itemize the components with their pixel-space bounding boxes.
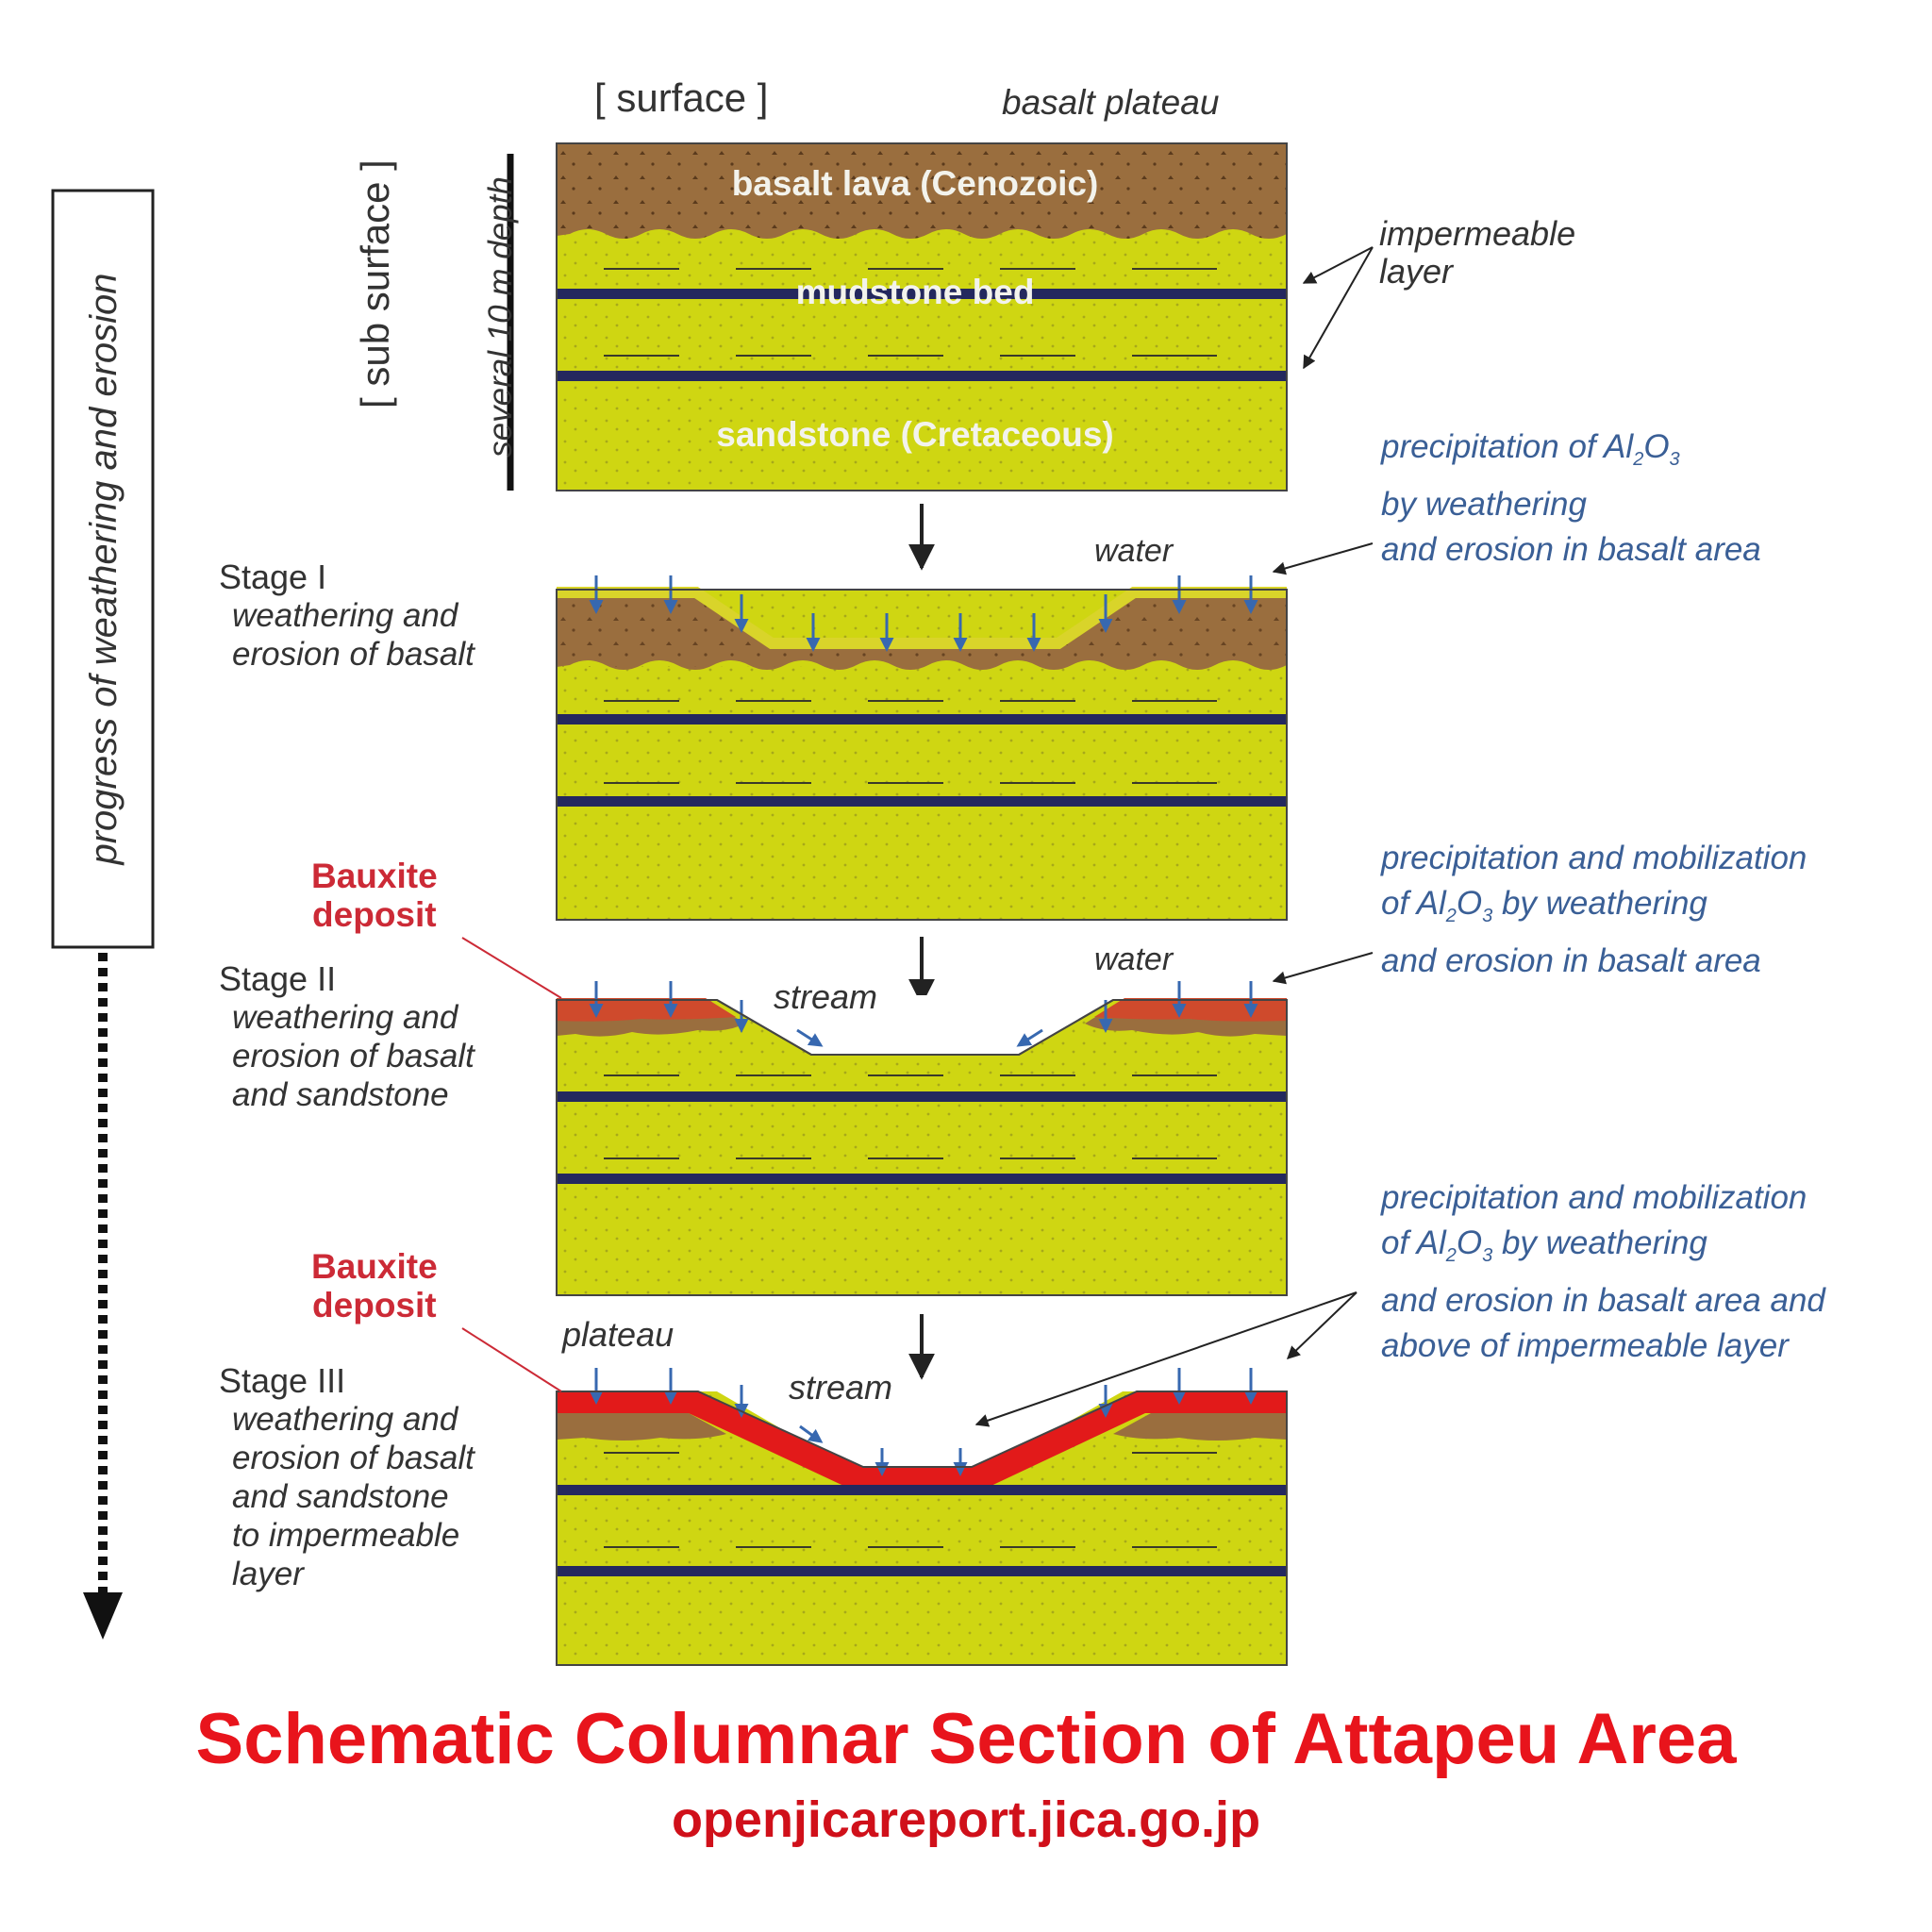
stream-label-2: stream (789, 1368, 893, 1407)
mudstone-bed-2 (557, 371, 1287, 381)
note-stage1: precipitation of Al2O3 by weathering and… (1381, 428, 1761, 568)
mudstone-bed-label: mudstone bed (795, 273, 1035, 311)
surface-column (507, 142, 1288, 491)
impermeable-layer-label: impermeable layer (1379, 214, 1576, 291)
progress-box (51, 189, 155, 949)
source-url: openjicareport.jica.go.jp (671, 1791, 1261, 1848)
depth-label: several 10 m depth (482, 176, 519, 458)
stage2-title: Stage II (219, 959, 337, 998)
plateau-label: plateau (562, 1315, 675, 1354)
mudstone-bed-1 (557, 289, 1287, 299)
note-stage2: precipitation and mobilization of Al2O3 … (1381, 840, 1807, 979)
stage1-column (556, 575, 1288, 921)
stream-label-1: stream (774, 977, 878, 1016)
note-stage3: precipitation and mobilization of Al2O3 … (1381, 1179, 1825, 1364)
diagram-title: Schematic Columnar Section of Attapeu Ar… (195, 1699, 1737, 1779)
water-label-1: water (1094, 533, 1174, 569)
stage1-title: Stage I (219, 558, 327, 596)
sandstone-label: sandstone (Cretaceous) (716, 415, 1114, 454)
bauxite-layer-stage2-right (1094, 998, 1287, 1022)
water-label-2: water (1094, 941, 1174, 977)
bauxite-layer-stage2-left (557, 998, 736, 1022)
basalt-lava-label: basalt lava (Cenozoic) (731, 164, 1099, 203)
stage2-column (556, 981, 1288, 1296)
impermeable-callout-2 (1303, 246, 1374, 370)
stage3-column (556, 1368, 1288, 1666)
sub-surface-label: [ sub surface ] (353, 159, 397, 408)
basalt-plateau-label: basalt plateau (1002, 83, 1220, 122)
surface-label: [ surface ] (594, 75, 769, 120)
progress-label: progress of weathering and erosion (83, 273, 125, 865)
stage3-title: Stage III (219, 1361, 346, 1400)
impermeable-callout-1 (1302, 246, 1374, 284)
